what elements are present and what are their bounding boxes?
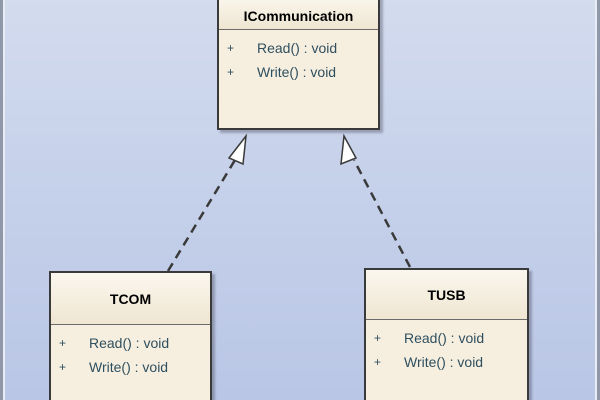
visibility-marker: + [59,336,67,350]
operation-signature: Write() : void [89,359,169,375]
operation-write-tcom[interactable]: + Write() : void [51,355,210,379]
frame-right-highlight [595,0,597,400]
realization-arrowhead-tcom [227,133,248,166]
visibility-marker: + [227,41,235,55]
visibility-marker: + [227,65,235,79]
frame-right-border [597,0,600,400]
frame-left-highlight [3,0,5,400]
class-name-tcom: TCOM [51,273,210,325]
visibility-marker: + [374,331,382,345]
operations-compartment-icommunication: + Read() : void + Write() : void [219,30,378,84]
operation-signature: Read() : void [89,335,170,351]
operation-read-icommunication[interactable]: + Read() : void [219,36,378,60]
class-box-tusb[interactable]: TUSB + Read() : void + Write() : void [364,268,529,400]
operation-write-icommunication[interactable]: + Write() : void [219,60,378,84]
operation-read-tusb[interactable]: + Read() : void [366,326,527,350]
operation-signature: Write() : void [257,64,337,80]
realization-line-tusb [352,159,412,268]
realization-tusb-to-icommunication [340,133,412,268]
operation-signature: Write() : void [404,354,484,370]
operation-write-tusb[interactable]: + Write() : void [366,350,527,374]
class-box-icommunication[interactable]: ICommunication + Read() : void + Write()… [217,0,380,130]
realization-tcom-to-icommunication [166,133,248,272]
realization-arrowhead-tusb [340,133,358,166]
operations-compartment-tusb: + Read() : void + Write() : void [366,320,527,374]
visibility-marker: + [374,355,382,369]
operation-signature: Read() : void [404,330,485,346]
visibility-marker: + [59,360,67,374]
operations-compartment-tcom: + Read() : void + Write() : void [51,325,210,379]
class-box-tcom[interactable]: TCOM + Read() : void + Write() : void [49,271,212,400]
operation-read-tcom[interactable]: + Read() : void [51,331,210,355]
frame-left-border [0,0,3,400]
realization-line-tcom [166,159,237,272]
class-name-tusb: TUSB [366,270,527,320]
operation-signature: Read() : void [257,40,338,56]
class-name-icommunication: ICommunication [219,0,378,30]
